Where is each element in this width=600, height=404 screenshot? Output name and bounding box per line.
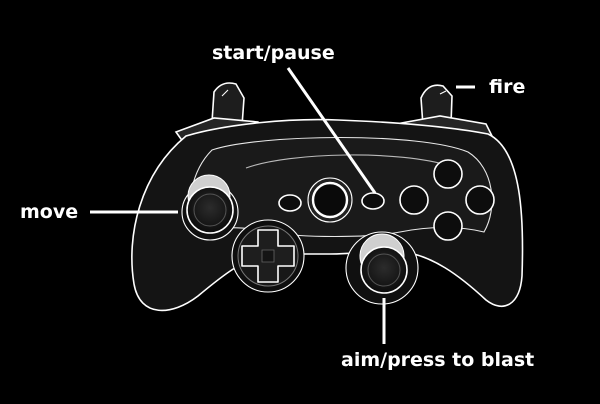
- start-pause-label: start/pause: [212, 42, 335, 64]
- face-buttons: [399, 159, 495, 241]
- back-button: [278, 194, 302, 212]
- aim-label: aim/press to blast: [341, 349, 534, 371]
- left-thumbstick: [181, 174, 239, 241]
- right-trigger: [420, 84, 453, 127]
- fire-label: fire: [489, 76, 525, 98]
- right-thumbstick: [345, 231, 419, 305]
- start-button: [361, 192, 385, 210]
- start-pause-leader: [286, 67, 377, 194]
- left-trigger: [211, 82, 245, 127]
- d-pad: [231, 219, 305, 293]
- guide-button: [307, 177, 353, 223]
- move-label: move: [20, 201, 78, 223]
